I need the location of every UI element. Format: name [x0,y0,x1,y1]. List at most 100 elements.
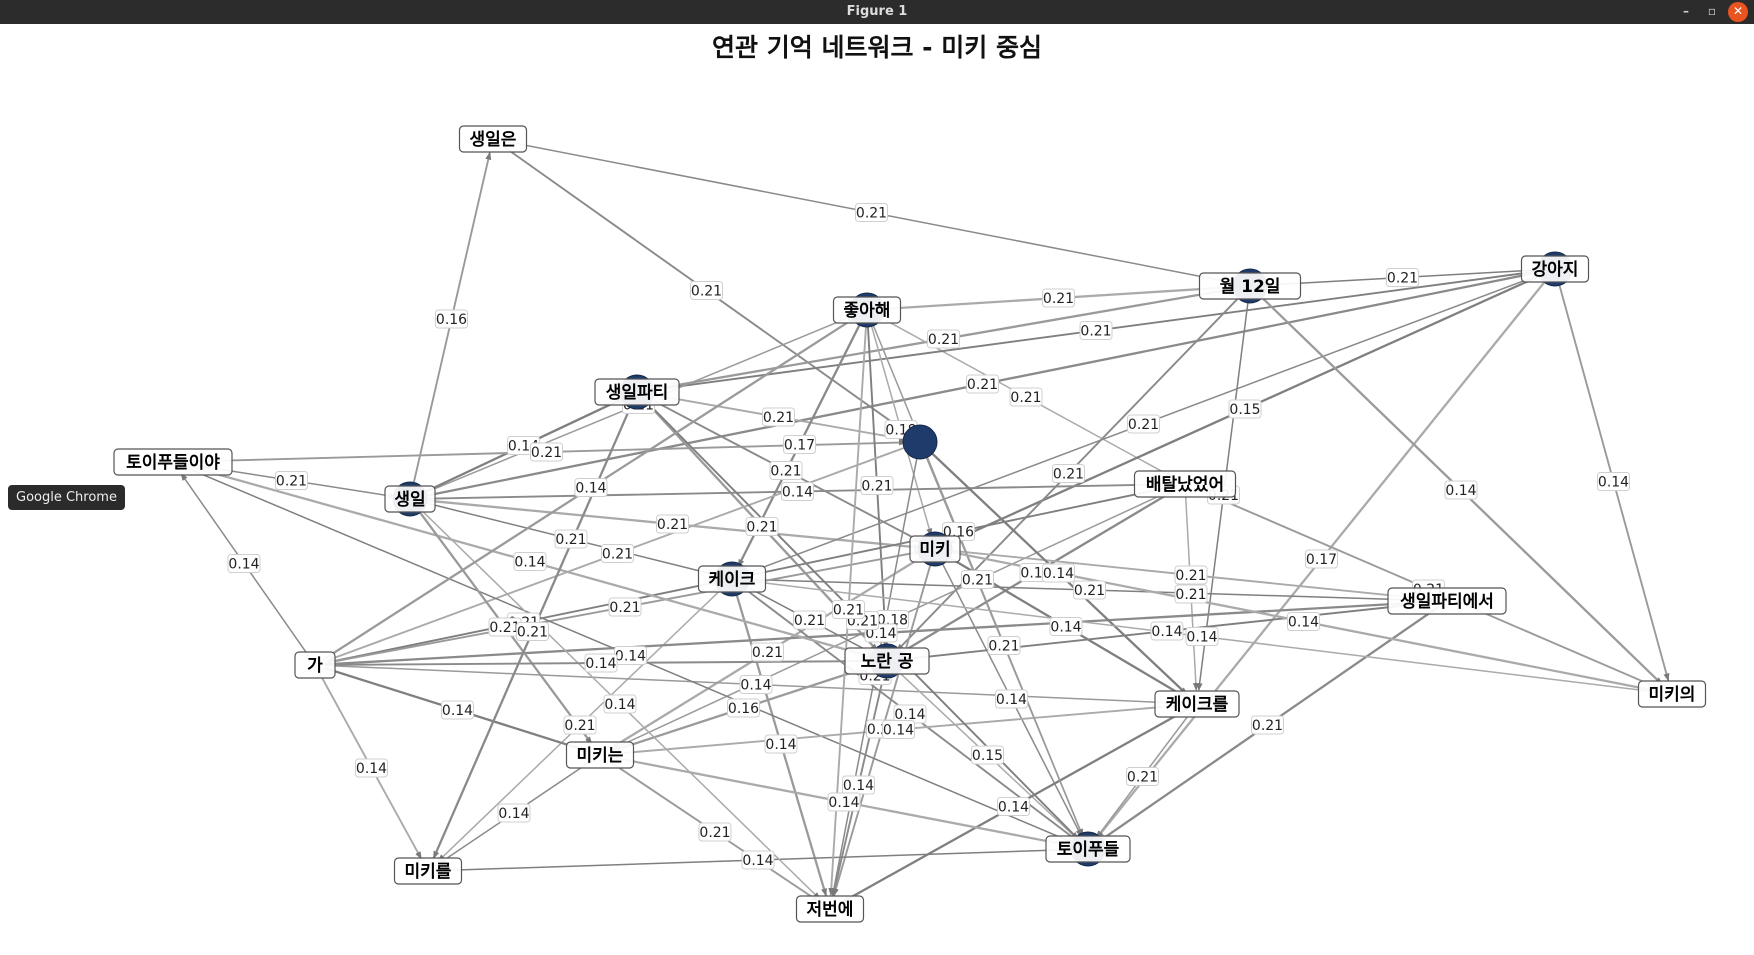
edge-weight-text: 0.21 [1127,770,1158,786]
edge-weight-text: 0.21 [1043,291,1074,307]
edge-weight-text: 0.21 [1175,568,1206,584]
edge-weight-text: 0.14 [740,678,771,694]
node-label: 강아지 [1532,260,1579,280]
node-wol12il[interactable]: 월 12일 [1198,268,1302,304]
edge-weight-label: 0.15 [971,745,1004,765]
minimize-button[interactable]: – [1683,4,1689,18]
edge-weight-text: 0.21 [555,532,586,548]
edge-weight-text: 0.14 [1050,620,1081,636]
edge-weight-text: 0.14 [575,481,606,497]
edge-weight-text: 0.21 [752,645,783,661]
window-title: Figure 1 [846,4,908,19]
node-saengil_party[interactable]: 생일파티 [594,374,680,410]
node-label: 좋아해 [844,301,891,321]
node-gangaji[interactable]: 강아지 [1520,251,1590,287]
edge-weight-label: 0.21 [656,514,689,534]
node-label: 미키는 [577,746,624,766]
node-label: 생일은 [470,130,517,150]
edge-weight-label: 0.21 [793,610,826,630]
node-label: 배탈났었어 [1146,474,1224,495]
node-miki[interactable]: 미키 [909,531,961,567]
node-toypudeul_iya[interactable]: 토이푸들이야 [113,448,233,476]
node-label: 노란 공 [861,652,914,672]
edge-weight-text: 0.21 [763,410,794,426]
edge-weight-label: 0.21 [751,642,784,662]
node-mikiui[interactable]: 미키의 [1637,680,1707,708]
edges-layer [180,140,1670,904]
edge-weight-label: 0.21 [1009,387,1043,407]
figure-title: 연관 기억 네트워크 - 미키 중심 [712,33,1042,62]
edge-weight-label: 0.14 [781,482,814,501]
node-label: 월 12일 [1220,277,1281,297]
edge-weight-text: 0.14 [615,649,646,665]
edge-weight-text: 0.21 [967,377,998,393]
edge-weight-label: 0.21 [1174,565,1208,585]
edge-weight-text: 0.21 [602,547,633,563]
edge-labels-layer: 0.210.160.210.210.210.210.210.210.210.21… [227,203,1630,870]
edge-weight-text: 0.14 [1445,483,1476,499]
node-saengil_eun[interactable]: 생일은 [458,125,528,153]
edge-weight-text: 0.21 [861,479,892,495]
edge-weight-label: 0.21 [601,544,634,563]
edge-weight-label: 0.14 [995,689,1028,709]
node-mikineun[interactable]: 미키는 [565,741,635,769]
edge-weight-text: 0.14 [1186,630,1217,646]
edge-weight-text: 0.15 [1229,402,1260,418]
edge-weight-text: 0.21 [1128,417,1159,433]
node-label: 생일 [394,490,425,510]
edge-weight-text: 0.14 [356,761,387,777]
edge-weight-text: 0.14 [765,737,796,753]
edge-weight-text: 0.14 [1043,566,1074,582]
edge-weight-label: 0.14 [827,792,861,812]
edge-weight-text: 0.14 [883,723,914,739]
node-joahae[interactable]: 좋아해 [832,292,902,328]
edge-weight-text: 0.21 [794,613,825,629]
node-saengil[interactable]: 생일 [384,481,436,517]
node-norang_gong[interactable]: 노란 공 [844,643,930,679]
edge-weight-text: 0.14 [514,555,545,571]
node-keiki[interactable]: 케이크 [697,561,767,597]
edge-weight-label: 0.14 [1444,480,1478,500]
edge-weight-text: 0.14 [1598,475,1629,491]
edge-weight-label: 0.21 [1126,767,1159,786]
edge-weight-label: 0.21 [1127,414,1160,434]
edge-weight-label: 0.14 [739,675,773,694]
window-controls: – ▫ ✕ [1670,2,1748,22]
edge-weight-text: 0.21 [531,445,562,461]
edge-weight-label: 0.21 [275,471,308,490]
node-mikireul[interactable]: 미키를 [393,857,463,885]
node-saengil_party_eseo[interactable]: 생일파티에서 [1387,587,1507,615]
edge-weight-label: 0.14 [355,758,388,778]
edge-weight-label: 0.21 [516,622,549,641]
edge-weight-text: 0.14 [998,800,1029,816]
edge-weight-label: 0.14 [227,554,261,573]
edge-weight-label: 0.17 [783,435,816,454]
node-ga[interactable]: 가 [294,651,336,679]
edge-weight-text: 0.14 [828,795,859,811]
edge-weight-label: 0.14 [893,704,927,724]
close-button[interactable]: ✕ [1728,2,1748,22]
node-hidden_top[interactable] [902,424,938,460]
edge-weight-text: 0.17 [784,438,815,454]
edge-weight-text: 0.14 [782,485,813,501]
edge-weight-text: 0.14 [1151,624,1182,640]
node-toypudeul[interactable]: 토이푸들 [1045,831,1131,867]
window-titlebar: Figure 1 – ▫ ✕ [0,0,1754,24]
edge-weight-text: 0.21 [699,825,730,841]
node-jeobeone[interactable]: 저번에 [795,895,865,923]
edge-weight-text: 0.14 [585,656,616,672]
edge-weight-text: 0.21 [856,206,887,222]
edge-weight-label: 0.21 [530,442,563,462]
edge-weight-label: 0.17 [1305,549,1338,569]
edge-weight-text: 0.14 [894,707,925,723]
node-keikeureul[interactable]: 케이크를 [1154,690,1240,718]
edge-weight-label: 0.14 [1150,621,1184,641]
node-circle [902,424,938,460]
edge-weight-text: 0.14 [1288,615,1319,631]
edge-weight-label: 0.14 [1287,612,1320,631]
node-label: 토이푸들이야 [126,453,220,473]
edge-weight-label: 0.21 [769,461,803,480]
node-baetal[interactable]: 배탈났었어 [1133,470,1237,498]
maximize-button[interactable]: ▫ [1707,4,1717,18]
